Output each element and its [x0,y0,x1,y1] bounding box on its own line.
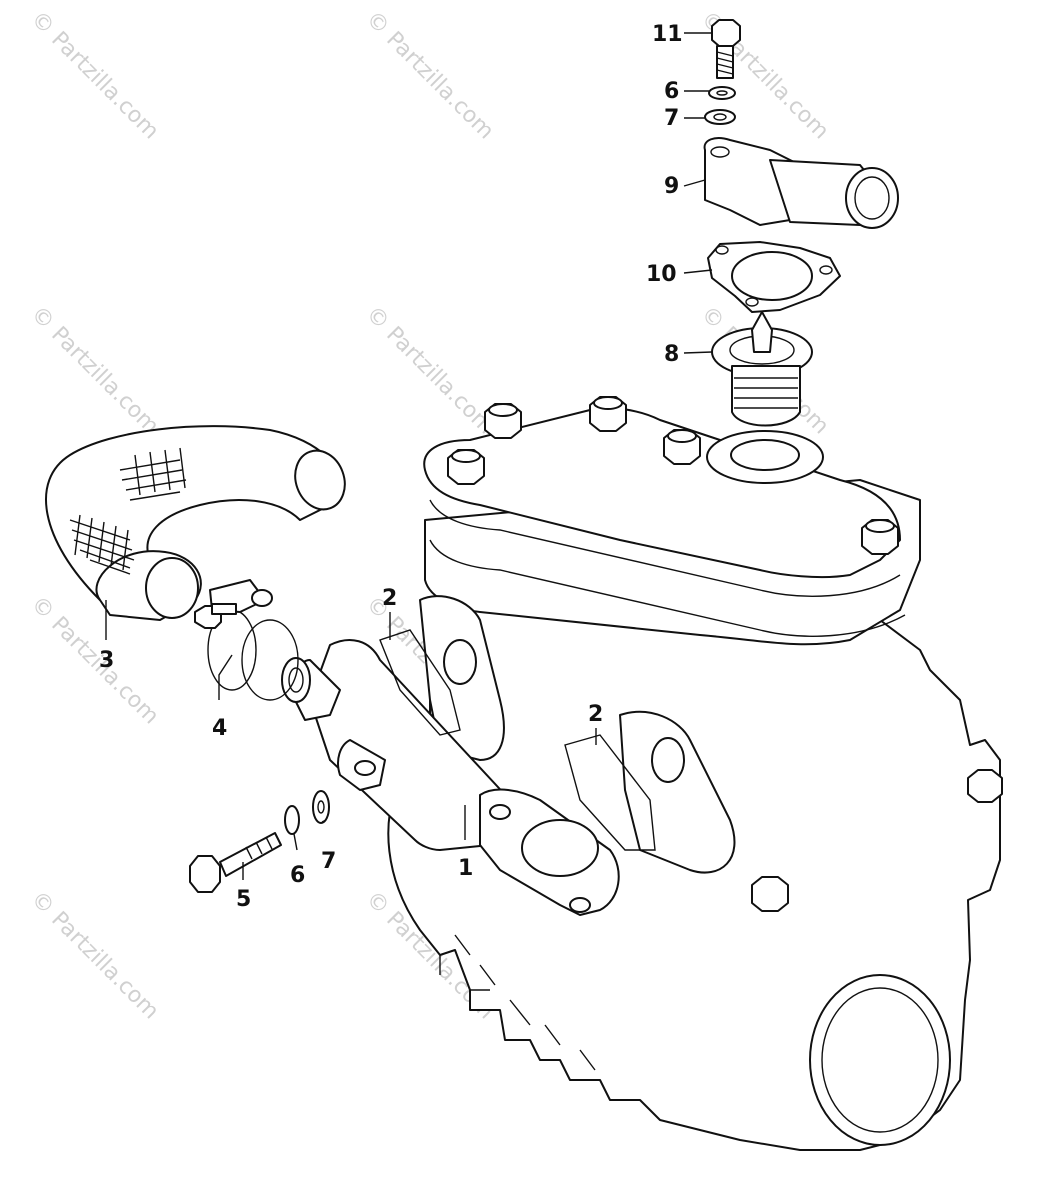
callout-8: 8 [664,342,679,367]
callout-6-bottom: 6 [290,863,305,888]
watermark-1: © Partzilla.com [26,7,164,145]
watermark-9: © Partzilla.com [26,887,164,1025]
callout-7-bottom: 7 [321,849,336,874]
watermark-4: © Partzilla.com [26,302,164,440]
callout-1: 1 [458,856,473,881]
callout-4: 4 [212,716,227,741]
callout-6-top: 6 [664,79,679,104]
watermark-5: © Partzilla.com [361,302,499,440]
hose-and-clamp-drawing [45,425,346,701]
lower-fastener-drawing [189,790,330,893]
callout-9: 9 [664,174,679,199]
callout-11: 11 [652,22,683,47]
water-outlet-pipe-drawing [281,629,656,916]
callout-labels: 11 6 7 9 10 8 2 2 3 4 1 6 7 5 [99,22,683,912]
leader-lines [105,32,713,880]
callout-7-top: 7 [664,106,679,131]
head-bolts [447,396,1003,912]
thermostat-stack-drawing [703,19,899,427]
callout-10: 10 [646,262,677,287]
callout-2-right: 2 [588,702,603,727]
callout-2-left: 2 [382,586,397,611]
watermark-2: © Partzilla.com [361,7,499,145]
callout-5: 5 [236,887,251,912]
callout-3: 3 [99,648,114,673]
engine-block-drawing [387,396,1003,1151]
